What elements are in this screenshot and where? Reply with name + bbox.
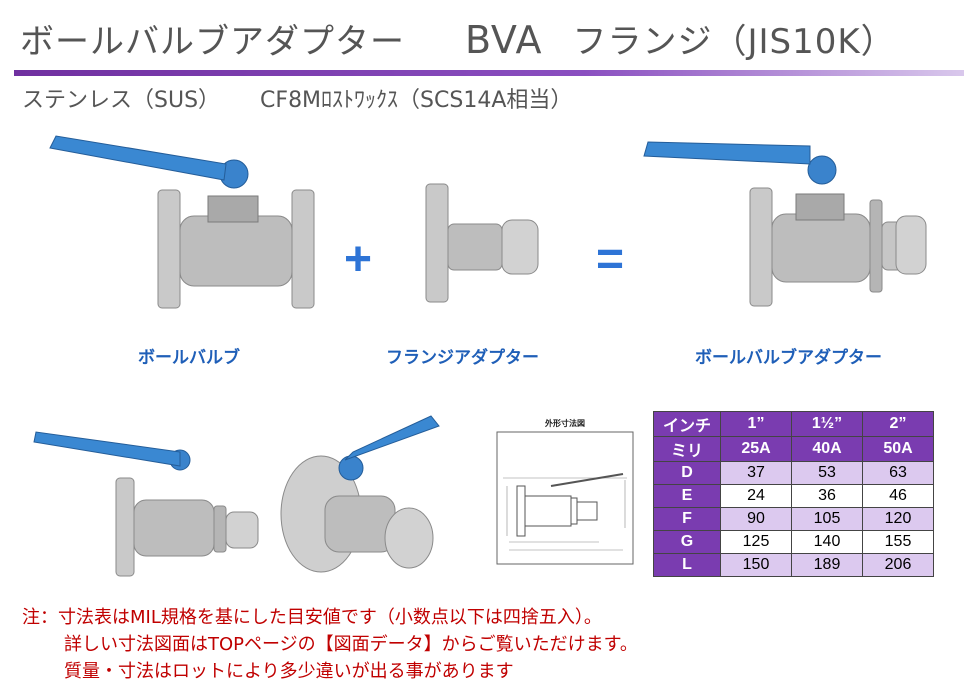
flange-adapter-image	[425, 183, 539, 303]
label-flange-adapter: フランジアダプター	[386, 348, 539, 367]
table-header-inch: インチ 1” 1½” 2”	[653, 411, 934, 437]
dimension-drawing: 外形寸法図	[495, 418, 635, 566]
ball-valve-image	[49, 135, 315, 309]
equals-sign: =	[596, 233, 625, 286]
note-line-2: 詳しい寸法図面はTOPページの【図面データ】からご覧いただけます。	[64, 634, 638, 655]
product-photo-side	[33, 431, 259, 577]
material-line: ステンレス（SUS） CF8Mﾛｽﾄﾜｯｸｽ（SCS14A相当）	[22, 82, 572, 114]
material-1: ステンレス（SUS）	[22, 88, 221, 113]
table-row: L 150 189 206	[653, 553, 934, 577]
material-2: CF8Mﾛｽﾄﾜｯｸｽ（SCS14A相当）	[260, 88, 573, 113]
table-row: D 37 53 63	[653, 461, 934, 485]
plus-sign: +	[344, 233, 373, 286]
note-line-1: 注：寸法表はMIL規格を基にした目安値です（小数点以下は四捨五入）。	[22, 607, 602, 628]
note-line-3: 質量・寸法はロットにより多少違いが出る事があります	[64, 661, 514, 682]
title-sub: フランジ（JIS10K）	[572, 22, 896, 62]
table-row: G 125 140 155	[653, 530, 934, 554]
product-photo-angle	[280, 415, 440, 573]
title-code: BVA	[465, 18, 543, 62]
ball-valve-adapter-image	[643, 141, 927, 307]
page-title: ボールバルブアダプター BVA フランジ（JIS10K）	[20, 14, 896, 63]
table-row: F 90 105 120	[653, 507, 934, 531]
label-ball-valve-adapter: ボールバルブアダプター	[695, 348, 882, 367]
table-row: E 24 36 46	[653, 484, 934, 508]
label-ball-valve: ボールバルブ	[138, 348, 240, 367]
drawing-title: 外形寸法図	[545, 419, 585, 428]
title-main: ボールバルブアダプター	[20, 22, 405, 62]
dimension-table: インチ 1” 1½” 2” ミリ 25A 40A 50A D 37 53 63 …	[653, 411, 934, 577]
table-header-mm: ミリ 25A 40A 50A	[653, 436, 934, 462]
title-divider	[14, 70, 964, 76]
